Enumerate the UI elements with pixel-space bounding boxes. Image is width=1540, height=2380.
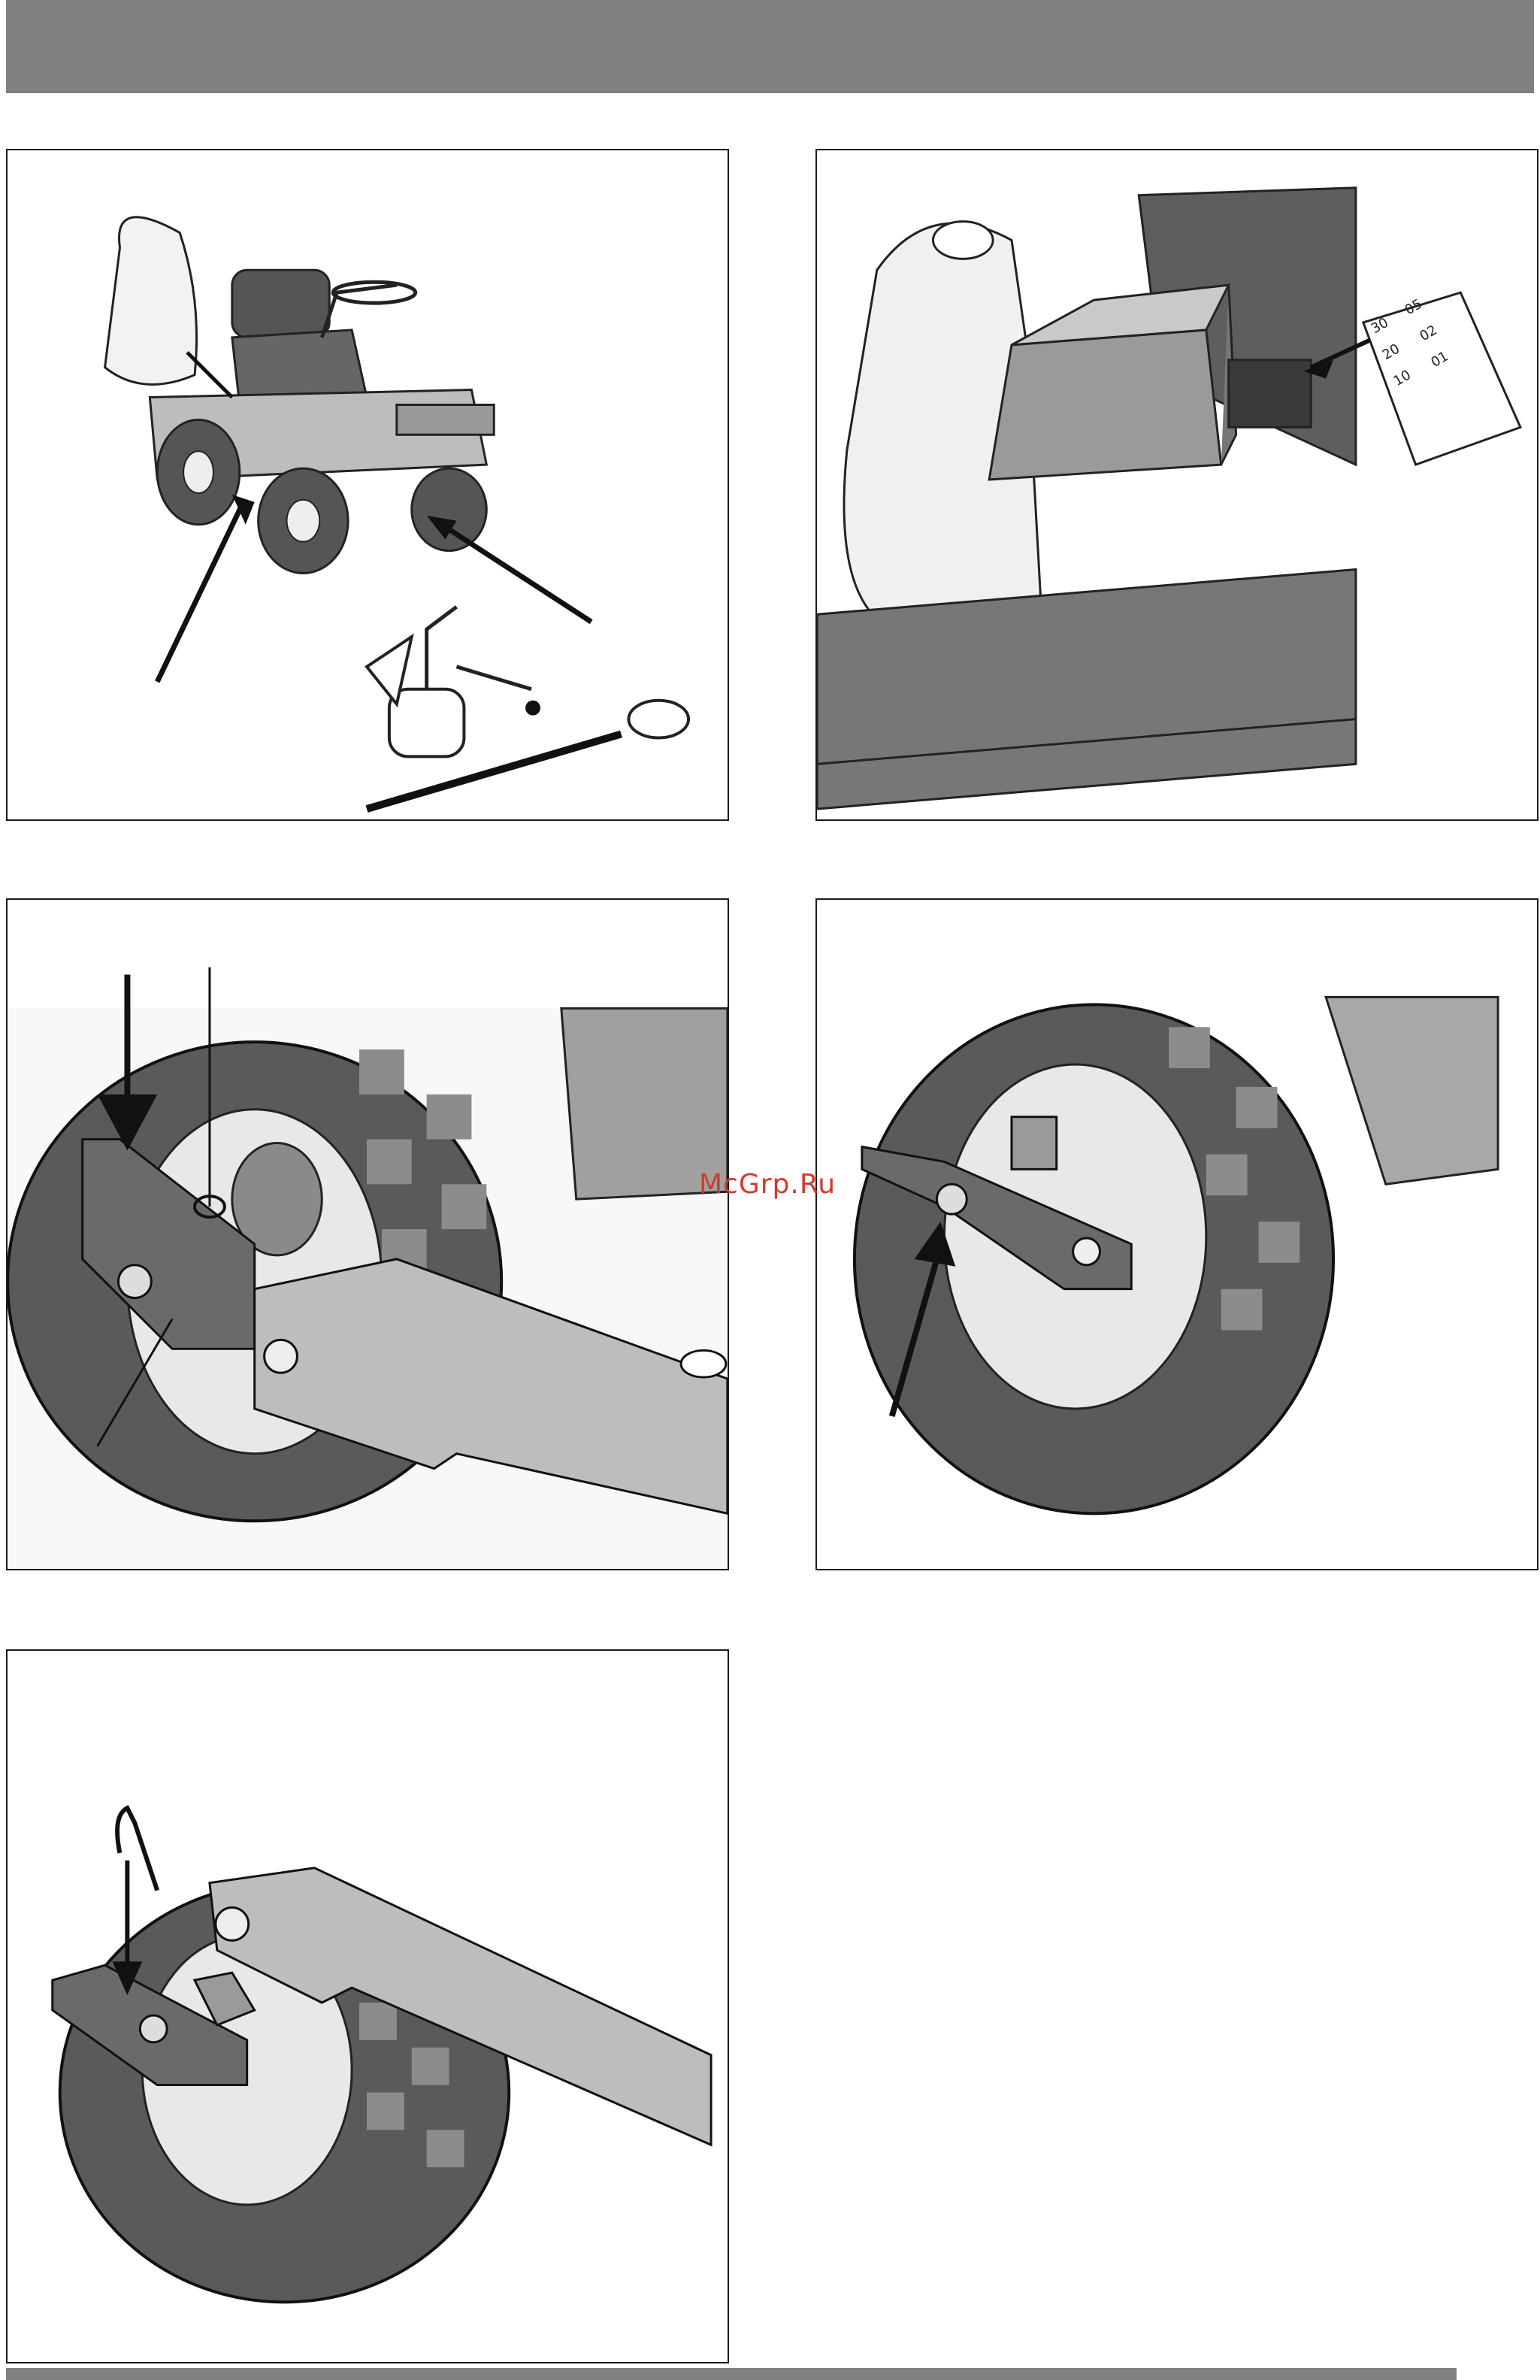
- arrow-right: [442, 525, 591, 622]
- figure-hitch-bracket-mounted: [815, 898, 1538, 1570]
- oil-can-icon: [367, 607, 540, 756]
- footer-bar: [6, 2368, 1457, 2380]
- header-bar: [6, 0, 1534, 93]
- fuse-block: 30 05 20 02 10 01: [1363, 292, 1520, 465]
- watermark: McGrp.Ru: [699, 1169, 836, 1200]
- figure-trailer-hitch-pin: [6, 898, 729, 1570]
- figure-battery-fuses: 30 05 20 02 10 01: [815, 149, 1538, 821]
- battery-icon: [989, 285, 1236, 480]
- arrow-left: [157, 502, 243, 682]
- figure-mower-lubrication: [6, 149, 729, 821]
- figure-hitch-assembly: [6, 1649, 729, 2363]
